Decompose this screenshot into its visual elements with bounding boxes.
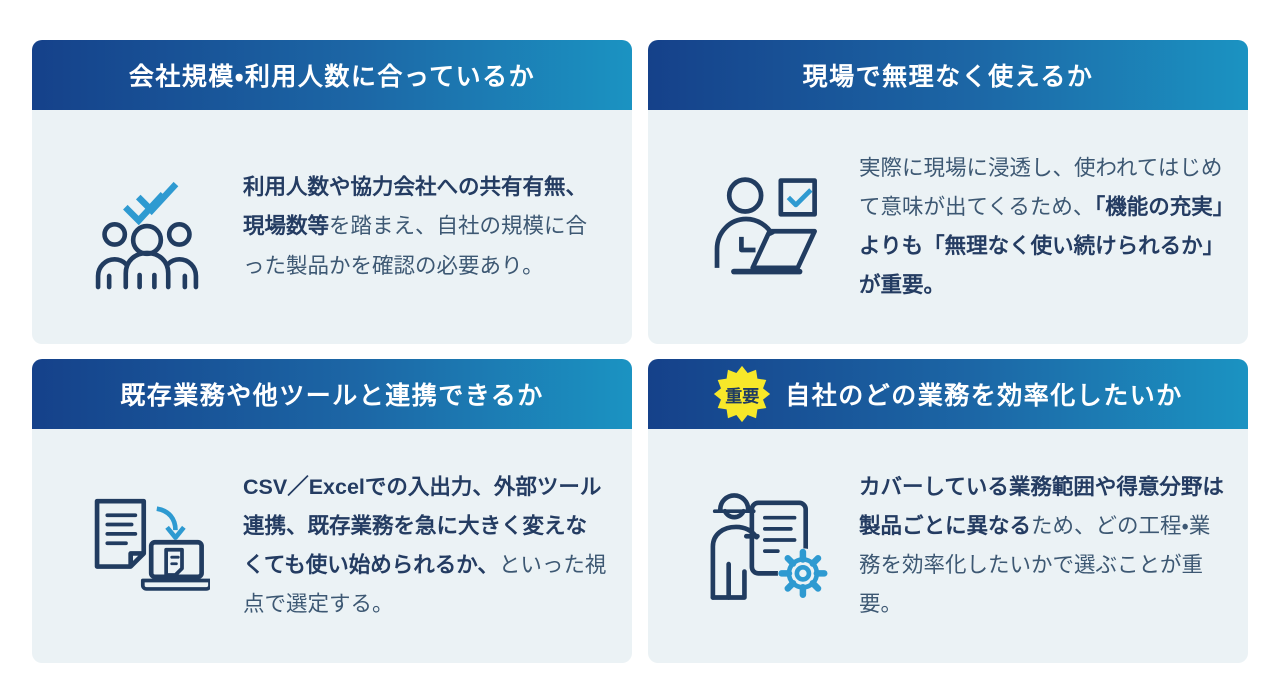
important-badge: 重要 — [713, 365, 771, 423]
card-target-workflow-body: カバーしている業務範囲や得意分野は製品ごとに異なるため、どの工程・業務を効率化し… — [648, 429, 1248, 663]
card-title: 自社のどの業務を効率化したいか — [785, 382, 1183, 410]
card-tool-integration-body: CSV／Excelでの入出力、外部ツール連携、既存業務を急に大きく変えなくても使… — [32, 429, 632, 663]
card-target-workflow-header: 重要 自社のどの業務を効率化したいか — [648, 359, 1248, 429]
card-title: 会社規模・利用人数に合っているか — [128, 63, 536, 91]
criteria-card-grid: 会社規模・利用人数に合っているか — [32, 40, 1248, 663]
card-company-scale-header: 会社規模・利用人数に合っているか — [32, 40, 632, 110]
card-company-scale: 会社規模・利用人数に合っているか — [32, 40, 632, 344]
card-title: 現場で無理なく使えるか — [802, 63, 1094, 91]
badge-label: 重要 — [725, 386, 760, 406]
worker-document-gear-icon — [692, 488, 834, 604]
starburst-icon — [714, 365, 771, 423]
card-title: 既存業務や他ツールと連携できるか — [120, 382, 544, 410]
card-usable-on-site-header: 現場で無理なく使えるか — [648, 40, 1248, 110]
card-usable-on-site: 現場で無理なく使えるか 実際に現場に浸透し、使われてはじめて意味が出てくるため — [648, 40, 1248, 344]
card-company-scale-body: 利用人数や協力会社への共有有無、現場数等を踏まえ、自社の規模に合った製品かを確認… — [32, 110, 632, 344]
document-transfer-laptop-icon — [76, 490, 218, 602]
card-tool-integration-header: 既存業務や他ツールと連携できるか — [32, 359, 632, 429]
card-tool-integration: 既存業務や他ツールと連携できるか — [32, 359, 632, 663]
card-description: CSV／Excelでの入出力、外部ツール連携、既存業務を急に大きく変えなくても使… — [243, 474, 607, 617]
person-laptop-checkbox-icon — [692, 168, 834, 286]
card-target-workflow: 重要 自社のどの業務を効率化したいか — [648, 359, 1248, 663]
users-group-check-icon — [76, 165, 218, 290]
card-usable-on-site-body: 実際に現場に浸透し、使われてはじめて意味が出てくるため、「機能の充実」よりも「無… — [648, 110, 1248, 344]
card-description: 実際に現場に浸透し、使われてはじめて意味が出てくるため、「機能の充実」よりも「無… — [859, 155, 1224, 298]
card-description: カバーしている業務範囲や得意分野は製品ごとに異なるため、どの工程・業務を効率化し… — [859, 474, 1224, 617]
card-description: 利用人数や協力会社への共有有無、現場数等を踏まえ、自社の規模に合った製品かを確認… — [243, 175, 588, 278]
